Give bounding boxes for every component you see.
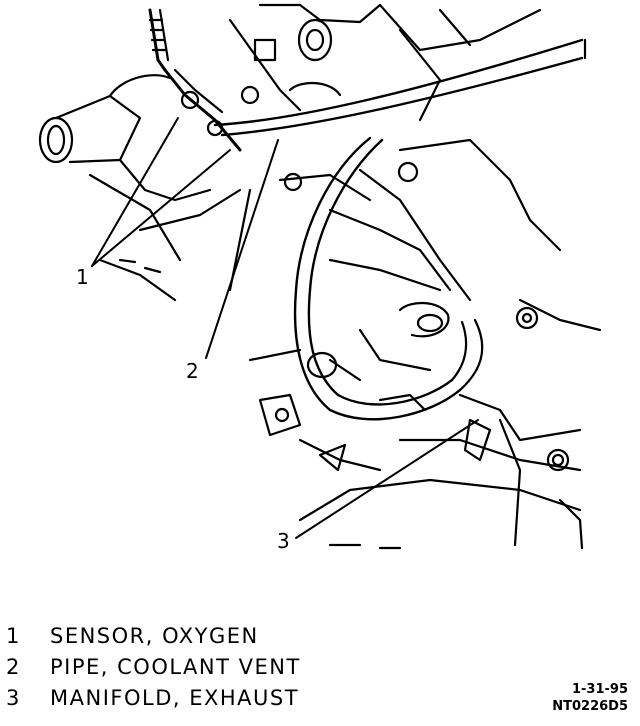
callout-1: 1: [76, 265, 89, 289]
leader-line-1b: [91, 149, 231, 267]
oxygen-sensor-assembly: [38, 8, 242, 302]
legend-number: 3: [6, 686, 21, 710]
upper-bracket: [228, 3, 542, 122]
legend-number: 2: [6, 655, 21, 679]
parts-legend: 1 SENSOR, OXYGEN 2 PIPE, COOLANT VENT 3 …: [6, 624, 426, 717]
figure-code: NT0226D5: [552, 699, 628, 714]
leader-line-2: [205, 139, 279, 359]
legend-text: MANIFOLD, EXHAUST: [50, 686, 300, 710]
engine-block: [228, 138, 602, 550]
legend-item-1: 1 SENSOR, OXYGEN: [6, 624, 426, 655]
leader-line-1a: [91, 117, 179, 267]
leader-lines: [91, 117, 479, 539]
callout-3: 3: [277, 529, 290, 553]
legend-item-2: 2 PIPE, COOLANT VENT: [6, 655, 426, 686]
figure-date: 1-31-95: [571, 682, 628, 697]
legend-text: PIPE, COOLANT VENT: [50, 655, 301, 679]
engine-line-drawing: 1 2 3: [38, 3, 602, 553]
legend-text: SENSOR, OXYGEN: [50, 624, 259, 648]
legend-number: 1: [6, 624, 21, 648]
callout-2: 2: [186, 359, 199, 383]
legend-item-3: 3 MANIFOLD, EXHAUST: [6, 686, 426, 717]
coolant-vent-pipe: [213, 38, 587, 421]
leader-line-3: [295, 419, 479, 539]
figure-stamp: 1-31-95 NT0226D5: [552, 681, 628, 715]
